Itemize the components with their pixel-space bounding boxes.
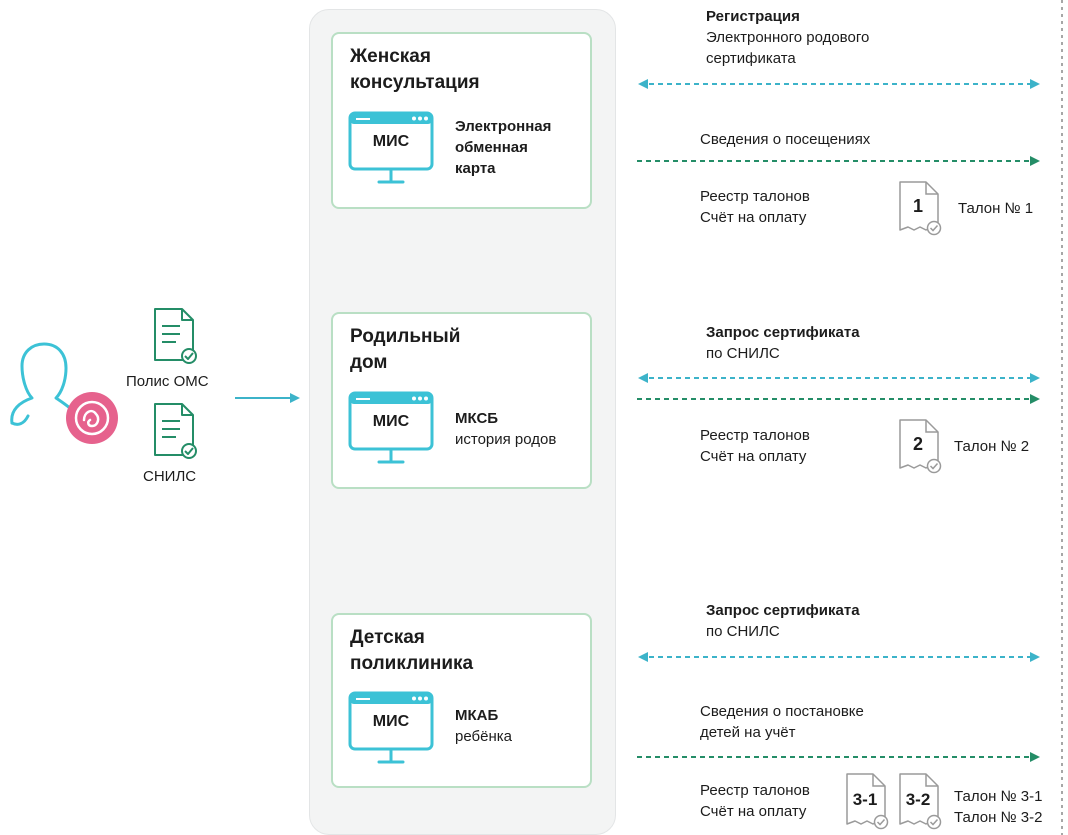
certificate-request-line2: по СНИЛС [706, 345, 780, 362]
card-description: МКСБ история родов [455, 410, 557, 448]
invoice-label: Счёт на оплату [700, 209, 807, 226]
card-womens-clinic: Женская консультация МИС Электронная обм… [331, 32, 592, 209]
talon-label: Талон № 3-1 [954, 788, 1043, 805]
pregnancy-badge-icon [66, 392, 118, 444]
card-title: Детская поликлиника [350, 627, 474, 674]
talon-label: Талон № 3-2 [954, 809, 1043, 826]
card-title: Женская консультация [350, 46, 480, 93]
certificate-request-title: Запрос сертификата [706, 324, 860, 341]
mis-monitor-icon: МИС [348, 691, 434, 767]
card-maternity-hospital: Родильный дом МИС МКСБ история родов [331, 312, 592, 489]
talon-document-icon: 2 [898, 418, 942, 474]
mis-monitor-icon: МИС [348, 391, 434, 467]
registration-title: Регистрация [706, 8, 800, 25]
invoice-label: Счёт на оплату [700, 803, 807, 820]
registry-label: Реестр талонов [700, 427, 810, 444]
snils-label: СНИЛС [143, 468, 197, 485]
registry-label: Реестр талонов [700, 188, 810, 205]
registration-line2: Электронного родового [706, 29, 870, 46]
pregnant-patient-icon [10, 342, 74, 426]
snils-document-icon [154, 403, 197, 459]
polis-label: Полис ОМС [126, 373, 209, 390]
card-childrens-clinic: Детская поликлиника МИС МКАБ ребёнка [331, 613, 592, 788]
registry-label: Реестр талонов [700, 782, 810, 799]
talon-document-icon: 1 [898, 180, 942, 236]
registration-line3: сертификата [706, 50, 796, 67]
children-registration-line1: Сведения о постановке [700, 703, 864, 720]
talon-label: Талон № 2 [954, 438, 1030, 455]
card-title: Родильный дом [350, 326, 461, 373]
certificate-request-line2: по СНИЛС [706, 623, 780, 640]
certificate-request-title: Запрос сертификата [706, 602, 860, 619]
talon-label: Талон № 1 [958, 200, 1034, 217]
visits-label: Сведения о посещениях [700, 131, 871, 148]
card-description: МКАБ ребёнка [455, 707, 512, 745]
talon-document-icon: 3-2 [898, 772, 942, 830]
polis-document-icon [154, 308, 197, 364]
card-description: Электронная обменная карта [455, 118, 552, 177]
talon-document-icon: 3-1 [845, 772, 889, 830]
mis-monitor-icon: МИС [348, 111, 434, 187]
children-registration-line2: детей на учёт [700, 724, 796, 741]
invoice-label: Счёт на оплату [700, 448, 807, 465]
